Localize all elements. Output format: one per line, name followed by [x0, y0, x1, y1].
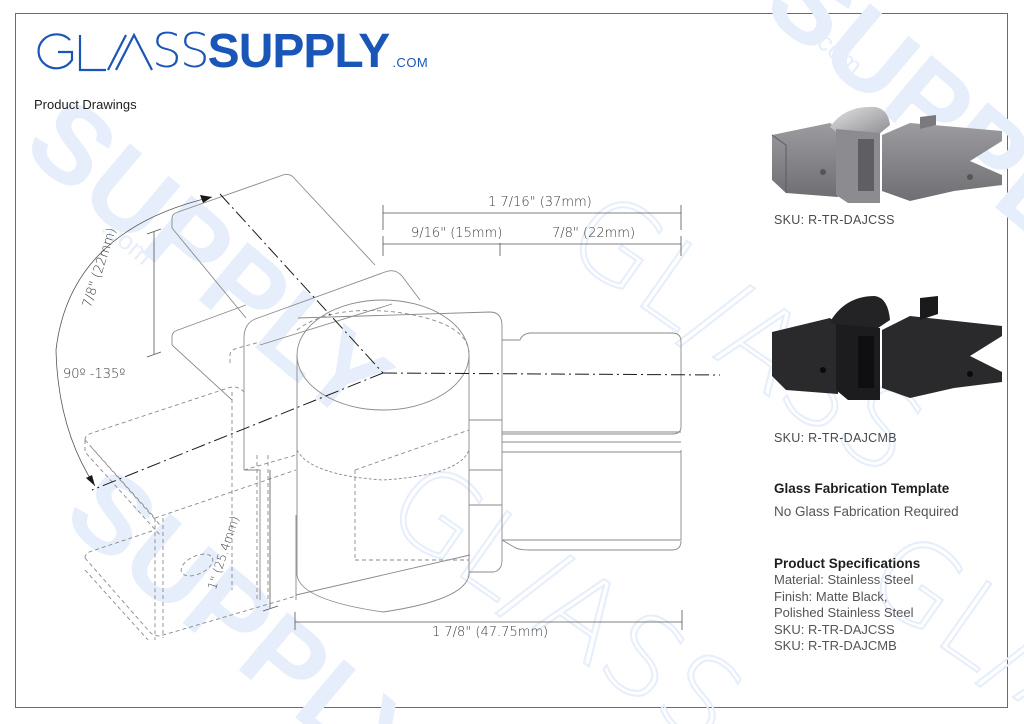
- logo-dotcom: .COM: [392, 55, 429, 70]
- logo-supply: SUPPLY: [207, 25, 391, 78]
- spec-sku-black: SKU: R-TR-DAJCMB: [774, 638, 897, 653]
- logo-glass-wordmark: [37, 32, 153, 72]
- dim-segment-left: 9/16" (15mm): [411, 226, 503, 241]
- fabrication-text: No Glass Fabrication Required: [774, 504, 959, 519]
- dim-segment-right: 7/8" (22mm): [552, 226, 636, 241]
- section-title: Product Drawings: [34, 97, 137, 112]
- sku-label-stainless: SKU: R-TR-DAJCSS: [774, 213, 895, 227]
- dim-overall-bottom: 1 7/8" (47.75mm): [432, 625, 549, 640]
- spec-sku-stainless: SKU: R-TR-DAJCSS: [774, 621, 895, 637]
- logo-ass: SS: [152, 24, 210, 79]
- glasssupply-logo: SS SUPPLY .COM: [34, 24, 429, 79]
- dim-overall-top: 1 7/16" (37mm): [488, 195, 592, 210]
- fabrication-heading: Glass Fabrication Template: [774, 481, 950, 496]
- product-image-stainless: [771, 106, 1002, 203]
- dim-angle-range: 90º -135º: [63, 367, 126, 382]
- product-image-matte-black: [772, 296, 1002, 400]
- spec-finish: Finish: Matte Black,: [774, 588, 888, 604]
- spec-finish-cont: Polished Stainless Steel: [774, 605, 914, 620]
- spec-material: Material: Stainless Steel: [774, 572, 914, 587]
- specifications-heading: Product Specifications: [774, 556, 921, 571]
- sku-label-matte-black: SKU: R-TR-DAJCMB: [774, 431, 897, 445]
